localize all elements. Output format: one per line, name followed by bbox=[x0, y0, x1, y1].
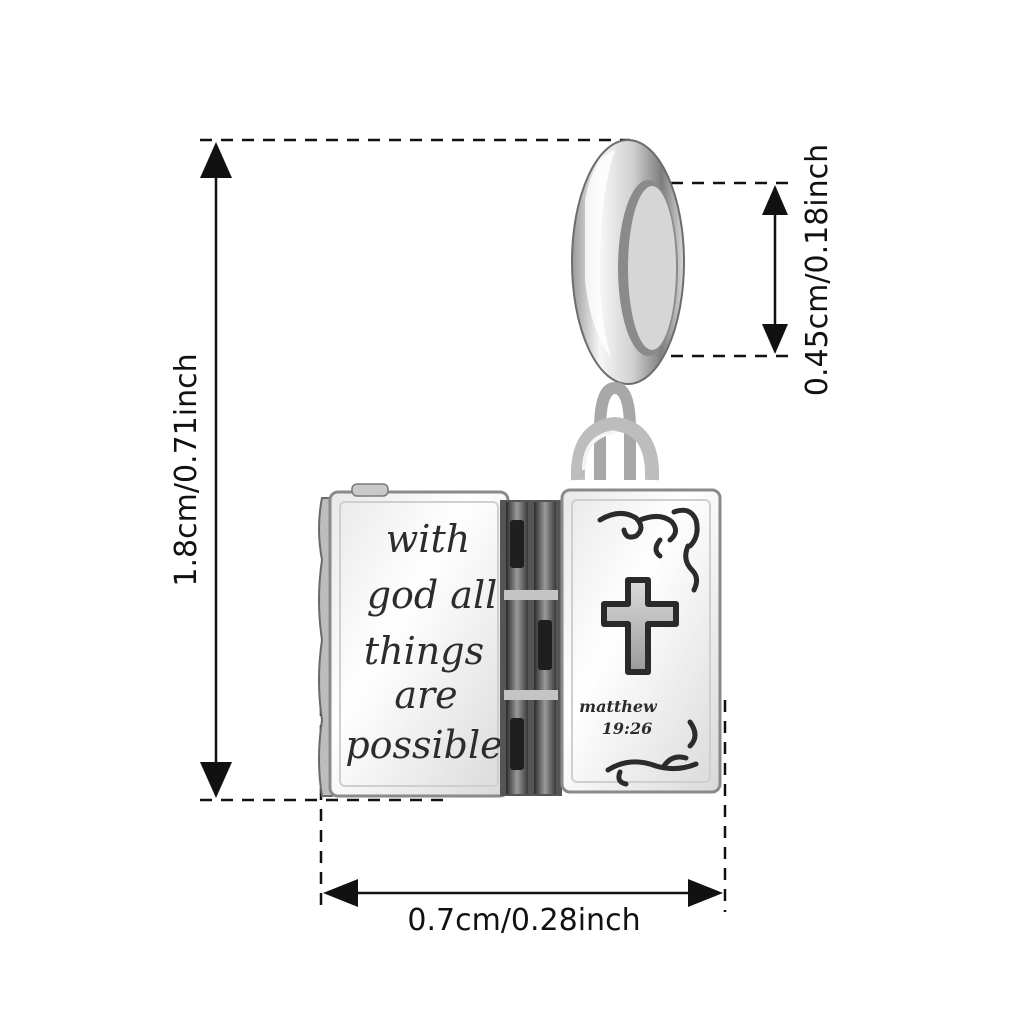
filigree-top-ornament-icon bbox=[597, 507, 700, 593]
height-arrow-bottom-icon bbox=[200, 762, 232, 798]
left-page: with god all things are possible bbox=[318, 483, 510, 798]
height-dimension bbox=[200, 138, 630, 802]
inscription-line-5: possible bbox=[345, 723, 502, 767]
width-arrow-left-icon bbox=[323, 879, 358, 907]
width-dimension bbox=[319, 683, 727, 912]
verse-book: matthew bbox=[579, 697, 658, 716]
bail-arrow-bottom-icon bbox=[762, 324, 788, 354]
bail-label: 0.45cm/0.18inch bbox=[800, 144, 835, 396]
left-page-inscription: with god all things are possible bbox=[345, 517, 502, 767]
width-label: 0.7cm/0.28inch bbox=[407, 903, 640, 938]
height-label: 1.8cm/0.71inch bbox=[169, 353, 204, 586]
bail-dimension bbox=[650, 181, 790, 358]
inscription-line-4: are bbox=[394, 673, 457, 717]
inscription-line-2: god all bbox=[367, 573, 498, 617]
book-charm: with god all things are possible bbox=[318, 139, 722, 798]
right-page: matthew 19:26 bbox=[560, 488, 722, 794]
inscription-line-3: things bbox=[364, 629, 484, 673]
width-arrow-right-icon bbox=[688, 879, 723, 907]
book-spine-hinge bbox=[500, 500, 562, 796]
filigree-bottom-ornament-icon bbox=[605, 719, 699, 787]
height-arrow-top-icon bbox=[200, 142, 232, 178]
right-page-inscription: matthew 19:26 bbox=[579, 697, 658, 738]
bail-ring bbox=[571, 139, 685, 385]
verse-reference: 19:26 bbox=[602, 719, 652, 738]
cross-icon bbox=[601, 577, 679, 675]
bail-arrow-top-icon bbox=[762, 185, 788, 215]
connector-loop bbox=[570, 381, 660, 481]
inscription-line-1: with bbox=[386, 517, 470, 561]
